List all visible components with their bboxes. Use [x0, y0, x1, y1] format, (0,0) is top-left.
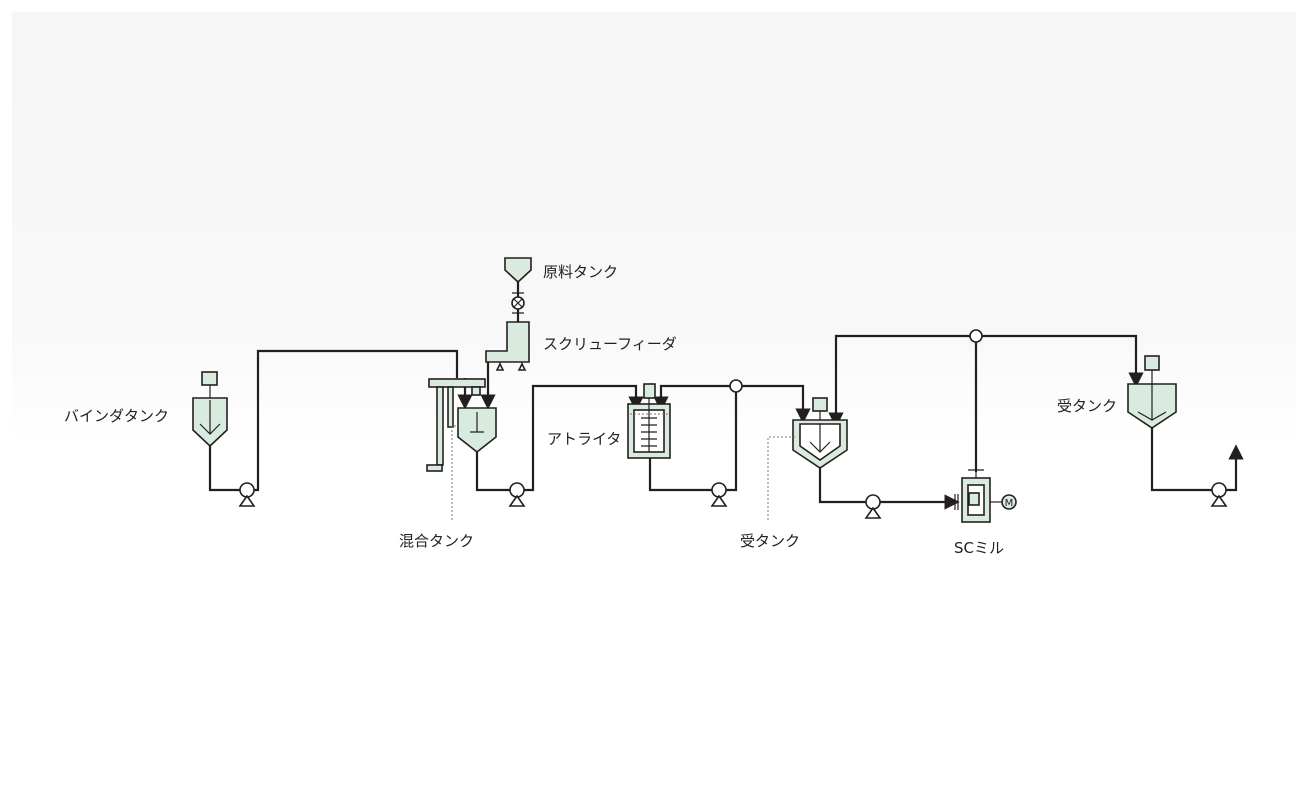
- pipe-recv2-to-pump5: [1150, 428, 1212, 492]
- receiving-tank-1: [792, 397, 848, 469]
- pipe-to-receiving-tank1: [742, 384, 811, 424]
- pump-1: [238, 482, 256, 507]
- junction-node-2: [969, 329, 983, 343]
- label-binder-tank: バインダタンク: [64, 407, 169, 425]
- label-mixing-tank: 混合タンク: [399, 532, 474, 550]
- label-receiving-tank-1: 受タンク: [740, 532, 800, 550]
- junction-node-1: [729, 379, 743, 393]
- receiving-tank-2: [1127, 355, 1177, 429]
- attritor-motor-icon: [643, 383, 656, 399]
- label-attritor: アトライタ: [547, 430, 621, 448]
- pipe-attritor-to-pump3: [648, 458, 712, 492]
- agitator-motor-icon: [812, 397, 828, 412]
- pipe-final-outlet: [1226, 444, 1244, 492]
- pipe-mixer-to-pump2: [475, 452, 510, 492]
- pump-5: [1210, 482, 1228, 507]
- pump-2: [508, 482, 526, 507]
- motor-label: M: [1005, 498, 1014, 509]
- binder-tank: [192, 371, 228, 448]
- agitator-motor-icon: [1144, 355, 1160, 371]
- label-receiving-tank-2: 受タンク: [1057, 397, 1117, 415]
- pipe-top-return: [834, 334, 1144, 416]
- screw-feeder: [485, 321, 530, 371]
- pipe-pump2-to-attritor: [524, 384, 644, 492]
- motor-icon: [1001, 494, 1017, 510]
- label-sc-mill: SCミル: [954, 539, 1004, 557]
- agitator-motor-icon: [201, 371, 218, 386]
- pipe-binder-to-pump1: [208, 446, 240, 492]
- pipe-pump1-to-mixer: [254, 349, 459, 492]
- pump-3: [710, 482, 728, 507]
- leader-receiving-tank-1: [767, 436, 796, 520]
- pump-4: [864, 494, 882, 519]
- leader-mixing-tank: [451, 425, 459, 520]
- pipe-recv1-to-pump4: [818, 465, 866, 504]
- mixing-tank: [426, 378, 497, 472]
- attritor: [627, 383, 671, 459]
- label-screw-feeder: スクリューフィーダ: [543, 335, 677, 353]
- raw-material-tank: [504, 257, 532, 314]
- label-raw-tank: 原料タンク: [543, 263, 618, 281]
- sc-mill: M: [954, 469, 1017, 523]
